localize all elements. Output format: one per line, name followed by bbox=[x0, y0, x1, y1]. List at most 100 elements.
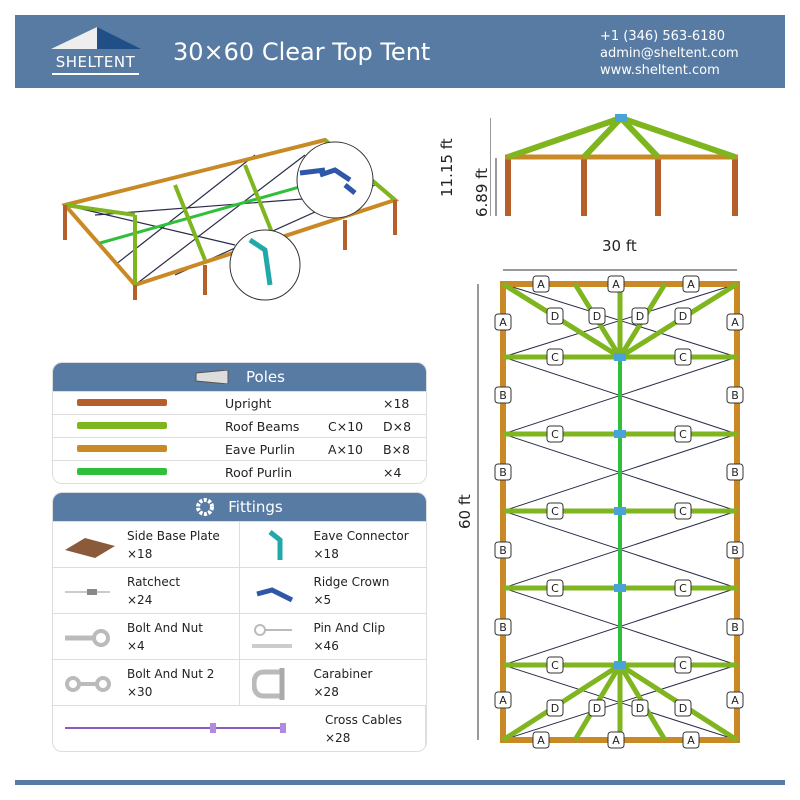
fitting-qty: ×28 bbox=[313, 685, 339, 699]
beam-label-c: C bbox=[674, 579, 692, 597]
pole-row: Roof Beams C×10 D×8 bbox=[53, 414, 426, 437]
fitting-name: Bolt And Nut 2 bbox=[127, 667, 215, 681]
svg-text:C: C bbox=[551, 351, 559, 364]
pole-swatch bbox=[77, 468, 167, 475]
fitting-name: Bolt And Nut bbox=[127, 621, 203, 635]
beam-label-c: C bbox=[674, 502, 692, 520]
beam-label-c: C bbox=[674, 656, 692, 674]
svg-text:B: B bbox=[499, 621, 507, 634]
fitting-item: Carabiner×28 bbox=[239, 659, 426, 705]
fitting-item: Ratchect×24 bbox=[53, 567, 240, 613]
fitting-name: Ridge Crown bbox=[313, 575, 390, 589]
svg-text:C: C bbox=[551, 659, 559, 672]
contact-info: +1 (346) 563-6180 admin@sheltent.com www… bbox=[600, 28, 739, 79]
beam-label-b: B bbox=[726, 386, 744, 404]
poles-panel: Poles Upright ×18 Roof Beams C×10 D×8 Ea… bbox=[52, 362, 427, 484]
fitting-name: Pin And Clip bbox=[313, 621, 386, 635]
pole-qty-1: C×10 bbox=[328, 419, 364, 434]
logo-text: SHELTENT bbox=[52, 53, 139, 75]
pole-name: Eave Purlin bbox=[225, 442, 295, 457]
svg-text:B: B bbox=[731, 389, 739, 402]
beam-label-a: A bbox=[607, 731, 625, 749]
beam-label-a: A bbox=[532, 275, 550, 293]
svg-text:D: D bbox=[551, 702, 559, 715]
svg-text:B: B bbox=[731, 466, 739, 479]
beam-label-b: B bbox=[494, 386, 512, 404]
pole-row: Roof Purlin ×4 bbox=[53, 460, 426, 483]
svg-text:A: A bbox=[612, 278, 620, 291]
beam-label-d: D bbox=[631, 307, 649, 325]
svg-text:C: C bbox=[679, 351, 687, 364]
beam-label-a: A bbox=[726, 691, 744, 709]
svg-text:D: D bbox=[679, 702, 687, 715]
beam-label-c: C bbox=[674, 348, 692, 366]
beam-label-c: C bbox=[674, 425, 692, 443]
page-title: 30×60 Clear Top Tent bbox=[173, 38, 431, 66]
svg-text:D: D bbox=[593, 702, 601, 715]
fitting-qty: ×28 bbox=[325, 731, 351, 745]
email: admin@sheltent.com bbox=[600, 46, 739, 61]
front-elevation bbox=[490, 114, 738, 216]
beam-label-a: A bbox=[682, 731, 700, 749]
bolt-icon bbox=[65, 629, 110, 647]
beam-label-b: B bbox=[494, 618, 512, 636]
beam-label-c: C bbox=[546, 425, 564, 443]
fitting-item: Side Base Plate ×18 bbox=[53, 521, 240, 567]
beam-label-d: D bbox=[546, 307, 564, 325]
phone: +1 (346) 563-6180 bbox=[600, 29, 725, 44]
fittings-panel: Fittings Side Base Plate×18 Eave Connect… bbox=[52, 492, 427, 752]
beam-label-b: B bbox=[494, 541, 512, 559]
beam-label-d: D bbox=[588, 307, 606, 325]
svg-text:A: A bbox=[687, 278, 695, 291]
svg-text:B: B bbox=[731, 621, 739, 634]
fitting-item: Eave Connector ×18 bbox=[239, 521, 426, 567]
fitting-qty: ×24 bbox=[127, 593, 153, 607]
beam-label-a: A bbox=[494, 691, 512, 709]
beam-label-a: A bbox=[494, 313, 512, 331]
cable-icon bbox=[65, 723, 286, 733]
svg-text:A: A bbox=[731, 694, 739, 707]
beam-label-c: C bbox=[546, 348, 564, 366]
header: SHELTENT 30×60 Clear Top Tent +1 (346) 5… bbox=[15, 15, 785, 88]
side-height-label: 6.89 ft bbox=[473, 167, 491, 217]
svg-text:A: A bbox=[537, 734, 545, 747]
fitting-qty: ×4 bbox=[127, 639, 145, 653]
svg-text:B: B bbox=[499, 389, 507, 402]
gear-icon bbox=[196, 498, 215, 516]
carabiner-icon bbox=[251, 668, 284, 700]
svg-text:D: D bbox=[593, 310, 601, 323]
width-label: 30 ft bbox=[602, 237, 637, 255]
svg-text:D: D bbox=[679, 310, 687, 323]
svg-text:A: A bbox=[731, 316, 739, 329]
svg-text:D: D bbox=[636, 310, 644, 323]
svg-text:B: B bbox=[499, 544, 507, 557]
bolt2-icon bbox=[65, 676, 111, 692]
fitting-name: Side Base Plate bbox=[127, 529, 220, 543]
base-plate-icon bbox=[65, 538, 115, 558]
fitting-qty: ×18 bbox=[127, 547, 153, 561]
pole-qty-2: D×8 bbox=[383, 419, 412, 434]
beam-label-a: A bbox=[682, 275, 700, 293]
beam-label-a: A bbox=[532, 731, 550, 749]
pole-swatch bbox=[77, 399, 167, 406]
svg-text:C: C bbox=[551, 582, 559, 595]
svg-text:B: B bbox=[731, 544, 739, 557]
fitting-item: Ridge Crown×5 bbox=[239, 567, 426, 613]
fitting-qty: ×18 bbox=[313, 547, 339, 561]
fitting-item: Bolt And Nut 2×30 bbox=[53, 659, 240, 705]
beam-label-a: A bbox=[726, 313, 744, 331]
fitting-name: Eave Connector bbox=[313, 529, 409, 543]
beam-label-b: B bbox=[726, 463, 744, 481]
svg-text:A: A bbox=[499, 316, 507, 329]
beam-label-d: D bbox=[674, 699, 692, 717]
pin-clip-icon bbox=[251, 624, 292, 648]
ridge-crown-icon bbox=[255, 587, 293, 603]
svg-text:A: A bbox=[687, 734, 695, 747]
ratchet-icon bbox=[65, 589, 110, 595]
poles-title: Poles bbox=[246, 368, 285, 386]
pole-row: Eave Purlin A×10 B×8 bbox=[53, 437, 426, 460]
svg-text:A: A bbox=[499, 694, 507, 707]
beam-label-a: A bbox=[607, 275, 625, 293]
pole-swatch bbox=[77, 422, 167, 429]
svg-text:C: C bbox=[679, 505, 687, 518]
